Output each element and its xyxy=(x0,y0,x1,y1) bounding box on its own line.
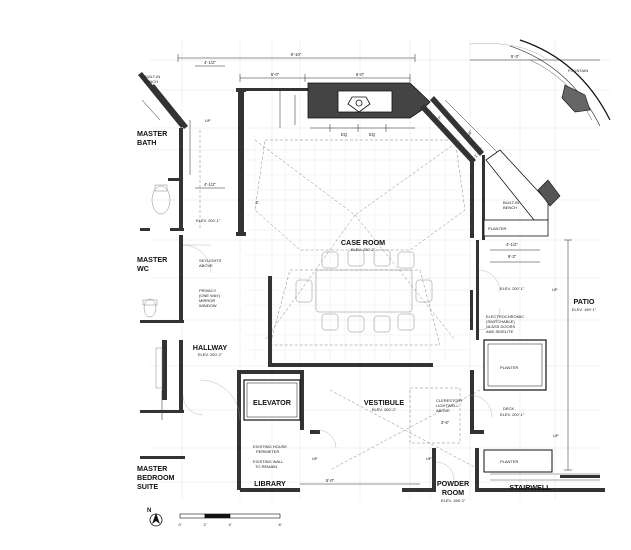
note-bench-left-2: BENCH xyxy=(144,79,158,84)
note-fountain: FOUNTAIN xyxy=(568,68,588,73)
note-electrochromic-3: GLASS DOORS xyxy=(486,324,515,329)
scale-label-8: 8' xyxy=(279,522,282,527)
note-elev-right: ELEV. 200'.1" xyxy=(500,286,525,291)
dim-bottom-a: 5'-0" xyxy=(326,478,335,483)
note-bench-right-2: BENCH xyxy=(503,205,517,210)
note-skylights-2: ABOVE xyxy=(199,263,213,268)
plan-notes: BUILT-IN BENCH FOUNTAIN BUILT-IN BENCH P… xyxy=(144,68,588,503)
label-powder-room-1: POWDER xyxy=(437,479,470,488)
note-to-remain: TO REMAIN xyxy=(255,464,277,469)
note-existing-house: EXISTING HOUSE xyxy=(253,444,287,449)
note-planter-top: PLANTER xyxy=(488,226,507,231)
note-deck-2: ELEV. 200'.1" xyxy=(500,412,525,417)
door-swings xyxy=(182,244,501,481)
label-master-bedroom-3: SUITE xyxy=(137,482,158,491)
label-master-bedroom-1: MASTER xyxy=(137,464,168,473)
dim-top-far: 5'-3" xyxy=(511,54,520,59)
dim-top-left: 5'-0" xyxy=(271,72,280,77)
scale-label-2: 2' xyxy=(204,522,207,527)
dim-left-two: 2' xyxy=(255,200,258,205)
note-up-3: UP xyxy=(312,456,318,461)
note-perimeter: PERIMETER xyxy=(256,449,279,454)
note-privacy-3: MIRROR xyxy=(199,298,215,303)
note-bench-left-1: BUILT-IN xyxy=(144,74,160,79)
label-elevator: ELEVATOR xyxy=(253,398,292,407)
bath-fixtures xyxy=(141,99,171,389)
label-vestibule: VESTIBULE xyxy=(364,398,405,407)
note-bench-right-1: BUILT-IN xyxy=(503,200,519,205)
dim-left-small: 4'-1/2" xyxy=(204,182,216,187)
label-vestibule-elev: ELEV. 200'.2" xyxy=(372,407,397,412)
note-up-4: UP xyxy=(426,456,432,461)
scale-bar: 0' 2' 4' 8' xyxy=(179,513,282,527)
label-patio-elev: ELEV. 199'.1" xyxy=(572,307,597,312)
note-planter-bottom: PLANTER xyxy=(500,459,519,464)
note-clerestory-3: ABOVE xyxy=(436,408,450,413)
label-master-bath-1: MASTER xyxy=(137,129,168,138)
conference-table xyxy=(295,249,433,333)
label-hallway: HALLWAY xyxy=(193,343,228,352)
note-electrochromic-4: AND SIDELITE xyxy=(486,329,514,334)
note-electrochromic-2: (SWITCHABLE) xyxy=(486,319,515,324)
note-elev-left: ELEV. 200'.1" xyxy=(196,218,221,223)
note-up-2: UP xyxy=(552,287,558,292)
label-master-bath-2: BATH xyxy=(137,138,156,147)
note-privacy-1: PRIVACY xyxy=(199,288,217,293)
walls xyxy=(138,72,605,492)
note-skylights-1: SKYLIGHTS xyxy=(199,258,222,263)
note-deck-1: DECK xyxy=(503,406,514,411)
dim-top-overall: 9'-10" xyxy=(291,52,302,57)
scale-label-0: 0' xyxy=(179,522,182,527)
label-master-bedroom-2: BEDROOM xyxy=(137,473,175,482)
label-powder-room-2: ROOM xyxy=(442,488,464,497)
label-library: LIBRARY xyxy=(254,479,286,488)
dim-right-b: 6'-3" xyxy=(508,254,517,259)
eq-right: EQ xyxy=(369,132,376,137)
note-planter-mid: PLANTER xyxy=(500,365,519,370)
label-hallway-elev: ELEV. 200'.2" xyxy=(198,352,223,357)
label-case-room: CASE ROOM xyxy=(341,238,385,247)
eq-left: EQ xyxy=(341,132,348,137)
label-case-room-elev: ELEV. 200'.2" xyxy=(351,247,376,252)
room-labels: MASTER BATH MASTER WC MASTER BEDROOM SUI… xyxy=(137,129,597,497)
dim-right-c: 3'-6" xyxy=(441,420,450,425)
label-master-wc-2: WC xyxy=(137,264,149,273)
label-master-wc-1: MASTER xyxy=(137,255,168,264)
note-electrochromic-1: ELECTROCHROMIC xyxy=(486,314,524,319)
label-stairwell: STAIRWELL xyxy=(509,483,551,492)
north-arrow: N xyxy=(147,508,163,527)
label-patio: PATIO xyxy=(574,297,595,306)
note-up-1: UP xyxy=(205,118,211,123)
note-existing-wall: EXISTING WALL xyxy=(253,459,284,464)
dim-top-right: 6'-0" xyxy=(356,72,365,77)
note-privacy-4: WINDOW xyxy=(199,303,217,308)
fountain-wall xyxy=(469,39,611,127)
scale-label-4: 4' xyxy=(229,522,232,527)
note-up-5: UP xyxy=(553,433,559,438)
note-privacy-2: (ONE WAY) xyxy=(199,293,221,298)
dim-top-small: 4'-1/2" xyxy=(204,60,216,65)
note-clerestory-1: CLERESTORY xyxy=(436,398,463,403)
north-arrow-label: N xyxy=(147,508,151,514)
note-powder-elev: ELEV. 198'.2" xyxy=(441,498,466,503)
dim-diag-a: 2'-7" xyxy=(434,115,443,125)
dim-right-a: 4'-1/2" xyxy=(506,242,518,247)
note-clerestory-2: LIGHTWELL xyxy=(436,403,459,408)
